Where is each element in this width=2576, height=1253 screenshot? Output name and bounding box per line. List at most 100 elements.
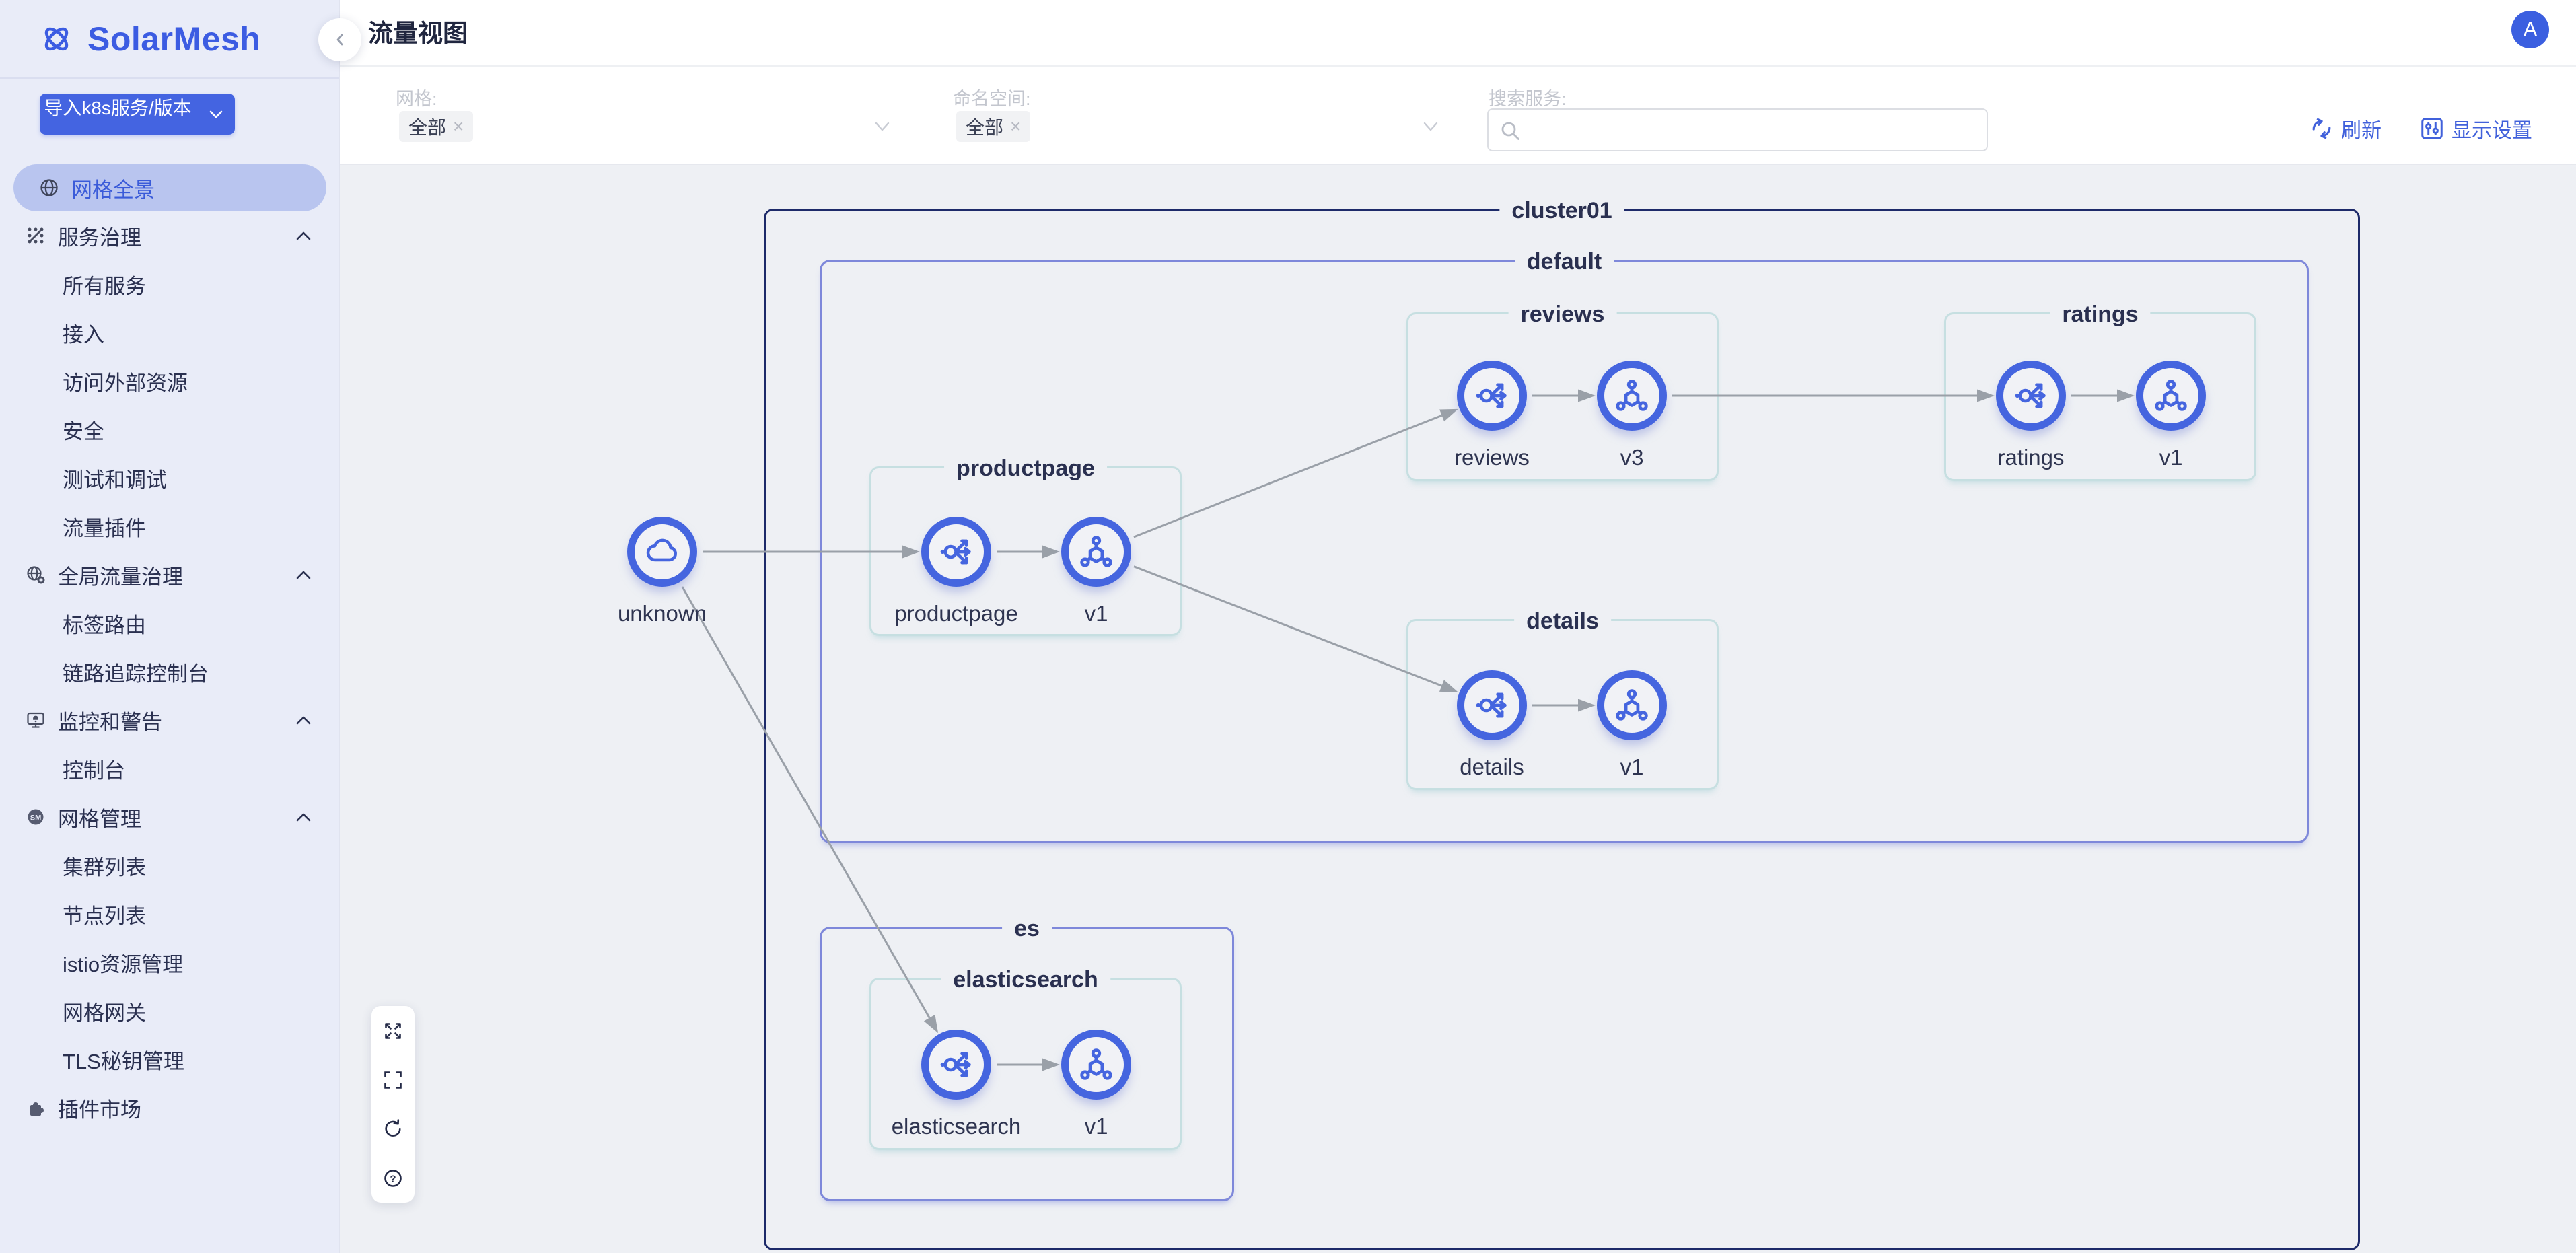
globe-icon [40,179,58,196]
chevron-down-icon[interactable] [1423,122,1438,131]
logo: SolarMesh [0,0,339,79]
fullscreen-icon [384,1071,402,1089]
sidebar-item-tracing-console[interactable]: 链路追踪控制台 [63,661,209,686]
chevron-up-icon [296,571,311,579]
graph-node-reviews-v3[interactable]: v3 [1597,361,1667,470]
graph-node-elasticsearch[interactable]: elasticsearch [892,1030,1021,1139]
page-title: 流量视图 [368,20,468,47]
sidebar-group-global-traffic[interactable]: 全局流量治理 [0,550,339,599]
sidebar-item-test-debug[interactable]: 测试和调试 [63,468,167,492]
graph-node-ratings-v1[interactable]: v1 [2136,361,2206,470]
service-icon [2015,383,2046,408]
sidebar-item-label: 服务治理 [58,225,141,250]
display-settings-label: 显示设置 [2452,120,2532,142]
group-box-details-group: details [1406,606,1719,790]
graph-node-label: v1 [1620,754,1644,779]
service-governance-icon [28,227,44,244]
graph-node-ratings[interactable]: ratings [1996,361,2066,470]
sidebar-item-istio-resources[interactable]: istio资源管理 [63,952,184,976]
group-box-label: default [1514,247,1614,277]
sidebar-item-mesh-overview[interactable]: 网格全景 [13,164,326,211]
graph-node-productpage[interactable]: productpage [894,517,1018,626]
chevron-down-icon [209,110,222,118]
sidebar-item-label: 插件市场 [58,1098,141,1122]
mesh-filter-tag[interactable]: 全部 × [399,111,474,142]
graph-node-label: v1 [1084,1114,1108,1139]
graph-node-elasticsearch-v1[interactable]: v1 [1061,1030,1131,1139]
graph-node-label: details [1460,754,1524,779]
cloud-icon [646,538,677,562]
sidebar-group-mesh-management[interactable]: SM 网格管理 [0,793,339,841]
graph-node-reviews[interactable]: reviews [1454,361,1530,470]
user-avatar[interactable]: A [2511,11,2549,48]
sidebar-item-tls-secrets[interactable]: TLS秘钥管理 [63,1049,184,1073]
help-button[interactable]: ? [371,1153,415,1203]
namespace-filter-tag[interactable]: 全部 × [956,111,1031,142]
sidebar-item-cluster-list[interactable]: 集群列表 [63,855,146,880]
service-icon [940,539,971,565]
sidebar-item-external-resources[interactable]: 访问外部资源 [63,371,188,395]
refresh-button[interactable]: 刷新 [2309,114,2382,143]
help-icon: ? [384,1169,402,1187]
mesh-filter-label: 网格: [396,89,437,109]
graph-node-label: v1 [1084,601,1108,626]
group-box-reviews-group: reviews [1406,299,1719,481]
sidebar-item-node-list[interactable]: 节点列表 [63,904,146,928]
search-icon [1501,122,1519,140]
sidebar-item-plugin-market[interactable]: 插件市场 [0,1083,339,1132]
fullscreen-button[interactable] [371,1055,415,1104]
sidebar-item-label-routing[interactable]: 标签路由 [63,613,146,637]
sidebar-group-monitoring[interactable]: 监控和警告 [0,696,339,744]
graph-node-label: productpage [894,601,1018,626]
reload-graph-button[interactable] [371,1104,415,1153]
chevron-left-icon [336,34,343,46]
graph-node-details-v1[interactable]: v1 [1597,670,1667,779]
chevron-up-icon [296,716,311,724]
sidebar-item-console[interactable]: 控制台 [63,758,125,783]
sidebar-group-service-governance[interactable]: 服务治理 [0,211,339,260]
svg-text:?: ? [390,1173,396,1184]
refresh-label: 刷新 [2341,120,2382,142]
namespace-filter-value: 全部 [966,117,1004,138]
sliders-icon [2421,118,2443,139]
refresh-icon [2312,118,2331,139]
chevron-down-icon[interactable] [875,122,890,131]
workload-icon [2155,380,2187,411]
service-icon [1476,383,1507,408]
fit-view-button[interactable] [371,1006,415,1055]
group-box-elasticsearch-group: elasticsearch [869,965,1182,1150]
sidebar-item-security[interactable]: 安全 [63,419,104,443]
logo-text: SolarMesh [87,20,261,58]
svg-text:SM: SM [30,814,42,822]
sidebar-item-access[interactable]: 接入 [63,322,104,347]
graph-node-productpage-v1[interactable]: v1 [1061,517,1131,626]
import-dropdown-toggle[interactable] [196,94,235,135]
sidebar-item-all-services[interactable]: 所有服务 [63,274,146,298]
import-k8s-label: 导入k8s服务/版本 [44,98,192,118]
solarmesh-logo-icon [44,27,69,50]
workload-icon [1080,1048,1112,1080]
sidebar-item-mesh-gateway[interactable]: 网格网关 [63,1001,146,1025]
sidebar-collapse-button[interactable] [318,18,361,61]
group-box-label: details [1514,606,1611,636]
sidebar-menu: 网格全景 服务治理 所有服务 接入 访问外部资源 安全 测试和调试 流量插件 [0,164,339,1132]
group-box-label: productpage [944,454,1107,483]
graph-node-label: elasticsearch [891,1114,1022,1139]
main-area: 流量视图 A 网格: 全部 × 命名空间: 全部 × 搜索服务: [340,0,2576,1253]
import-k8s-button[interactable]: 导入k8s服务/版本 [40,94,235,135]
expand-icon [385,1022,401,1039]
mesh-filter-value: 全部 [408,117,447,138]
display-settings-button[interactable]: 显示设置 [2419,114,2532,143]
group-box-label: elasticsearch [941,965,1110,995]
graph-node-details[interactable]: details [1457,670,1527,779]
sm-badge-icon: SM [28,809,44,825]
search-service-input[interactable] [1487,108,1988,151]
graph-node-unknown[interactable]: unknown [618,517,707,626]
remove-tag-icon[interactable]: × [1010,116,1022,137]
search-service-label: 搜索服务: [1489,89,1567,109]
workload-icon [1080,536,1112,567]
remove-tag-icon[interactable]: × [453,116,464,137]
sidebar-item-traffic-plugin[interactable]: 流量插件 [63,516,146,540]
